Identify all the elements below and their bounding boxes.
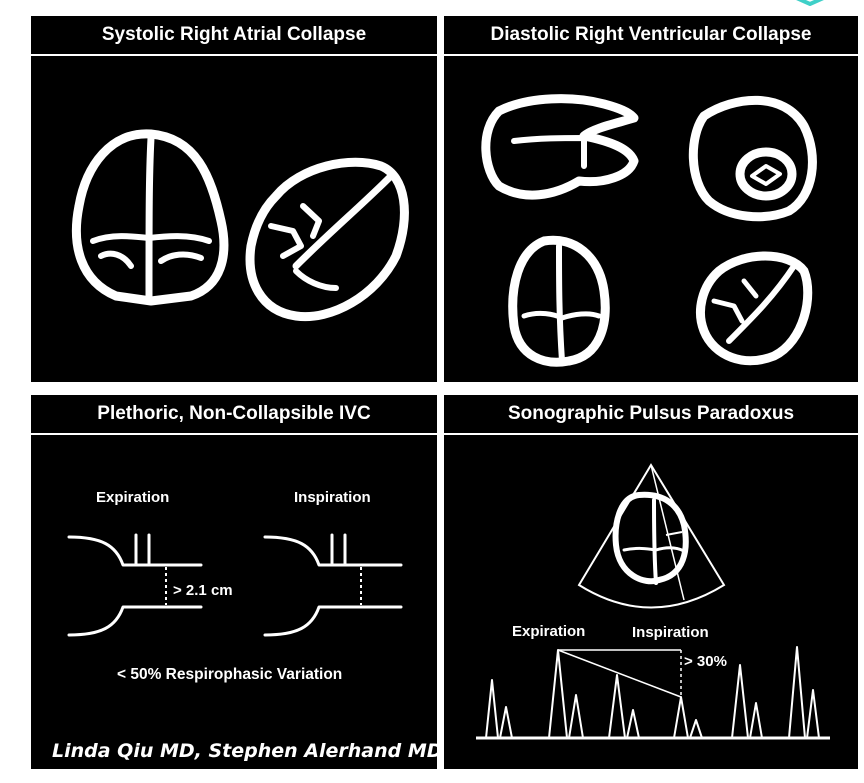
- heart-parasternal-short-axis: [688, 95, 817, 222]
- pulsus-diagram: [476, 463, 830, 740]
- panel-title: Systolic Right Atrial Collapse: [31, 16, 437, 56]
- heart-rotated-view: [245, 157, 409, 322]
- ivc-inspiration: [263, 533, 403, 637]
- respirophasic-variation-label: < 50% Respirophasic Variation: [117, 666, 343, 683]
- heart-apical-four-chamber: [71, 129, 229, 306]
- ivc-expiration: [67, 533, 203, 637]
- heart-drawings: [71, 129, 409, 322]
- heart-apical-view: [508, 235, 610, 367]
- credit-text: Linda Qiu MD, Stephen Alerhand MD: [52, 740, 443, 762]
- doppler-trace: [476, 646, 830, 740]
- expiration-label: Expiration: [512, 623, 586, 640]
- panel-title: Plethoric, Non-Collapsible IVC: [31, 395, 437, 435]
- heart-drawings: [481, 94, 817, 367]
- heart-rotated-apical-view: [696, 251, 813, 366]
- panel-plethoric-ivc: Plethoric, Non-Collapsible IVC Expiratio…: [31, 395, 437, 769]
- percent-variation-label: > 30%: [684, 653, 727, 670]
- panel-sonographic-pulsus-paradoxus: Sonographic Pulsus Paradoxus: [444, 395, 858, 769]
- expiration-label: Expiration: [96, 489, 170, 506]
- inspiration-label: Inspiration: [294, 489, 371, 506]
- panel-diastolic-rv-collapse: Diastolic Right Ventricular Collapse: [444, 16, 858, 382]
- ivc-diagrams: [67, 533, 403, 637]
- inspiration-label: Inspiration: [632, 624, 709, 641]
- accent-mark: [796, 0, 824, 6]
- ultrasound-sector: [577, 463, 726, 609]
- panel-systolic-ra-collapse: Systolic Right Atrial Collapse: [31, 16, 437, 382]
- panel-title: Diastolic Right Ventricular Collapse: [444, 16, 858, 56]
- panel-title: Sonographic Pulsus Paradoxus: [444, 395, 858, 435]
- ivc-diameter-label: > 2.1 cm: [173, 582, 233, 599]
- heart-parasternal-long-axis: [481, 94, 639, 200]
